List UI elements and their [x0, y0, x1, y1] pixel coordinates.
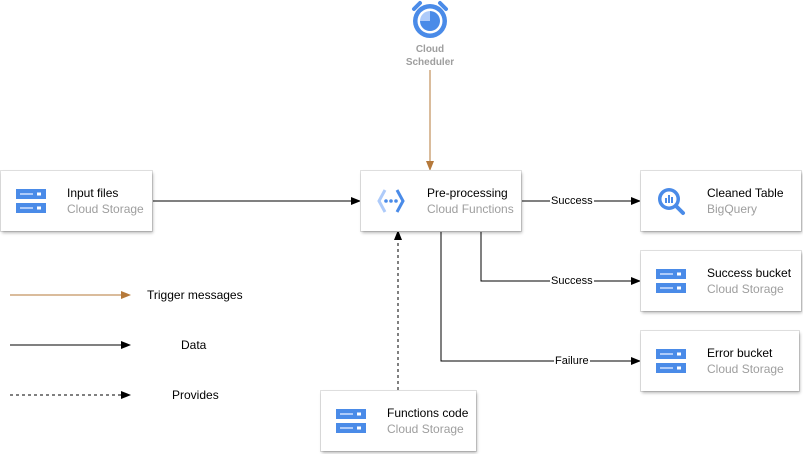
success-bucket-node[interactable]: Success bucket Cloud Storage: [641, 251, 801, 311]
bigquery-icon: [658, 188, 685, 215]
preprocessing-title: Pre-processing: [427, 186, 508, 200]
success-bucket-title: Success bucket: [707, 266, 792, 280]
error-bucket-title: Error bucket: [707, 346, 773, 360]
input-files-node[interactable]: Input files Cloud Storage: [1, 171, 152, 231]
cleaned-table-subtitle: BigQuery: [707, 202, 758, 216]
scheduler-title: Cloud: [415, 44, 445, 55]
functions-code-subtitle: Cloud Storage: [387, 422, 464, 436]
scheduler-subtitle: Scheduler: [405, 57, 455, 68]
functions-code-node[interactable]: Functions code Cloud Storage: [321, 391, 476, 451]
input-files-subtitle: Cloud Storage: [67, 202, 144, 216]
legend-provides-label: Provides: [172, 388, 219, 402]
error-bucket-node[interactable]: Error bucket Cloud Storage: [641, 331, 799, 391]
storage-icon: [336, 409, 366, 433]
functions-icon: [377, 189, 405, 213]
edge-label-success-cleaned: Success: [550, 195, 594, 207]
edge-label-success-bucket: Success: [550, 275, 594, 287]
storage-icon: [656, 269, 686, 293]
cleaned-table-node[interactable]: Cleaned Table BigQuery: [641, 171, 801, 231]
data-arrow-preprocessing-to-error-bucket: [440, 231, 641, 365]
legend-trigger-label: Trigger messages: [147, 288, 243, 302]
error-bucket-subtitle: Cloud Storage: [707, 362, 784, 376]
preprocessing-subtitle: Cloud Functions: [427, 202, 514, 216]
legend-data-label: Data: [181, 338, 207, 352]
edge-label-failure: Failure: [554, 355, 590, 367]
data-arrow-preprocessing-to-success-bucket: [480, 231, 641, 285]
success-bucket-subtitle: Cloud Storage: [707, 282, 784, 296]
storage-icon: [656, 349, 686, 373]
cleaned-table-title: Cleaned Table: [707, 186, 784, 200]
clock-icon: [412, 1, 448, 38]
storage-icon: [16, 189, 46, 213]
preprocessing-node[interactable]: Pre-processing Cloud Functions: [361, 171, 521, 231]
input-files-title: Input files: [67, 186, 119, 200]
functions-code-title: Functions code: [387, 406, 469, 420]
